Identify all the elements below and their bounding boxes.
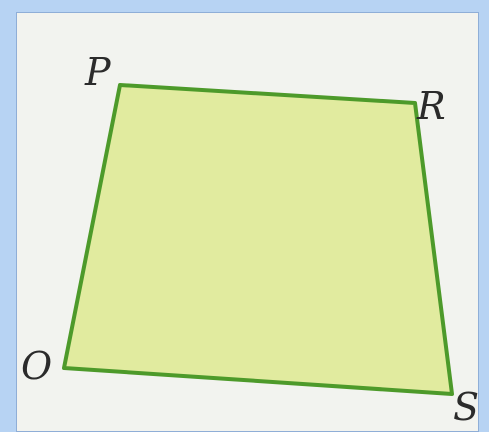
- textbook-page: P R S O: [16, 12, 479, 432]
- quadrilateral-prso: [62, 83, 454, 396]
- vertex-label-s: S: [453, 385, 479, 429]
- vertex-label-r: R: [416, 84, 446, 128]
- vertex-label-p: P: [84, 50, 112, 94]
- vertex-label-o: O: [21, 344, 52, 388]
- quadrilateral-diagram: P R S O: [21, 50, 479, 429]
